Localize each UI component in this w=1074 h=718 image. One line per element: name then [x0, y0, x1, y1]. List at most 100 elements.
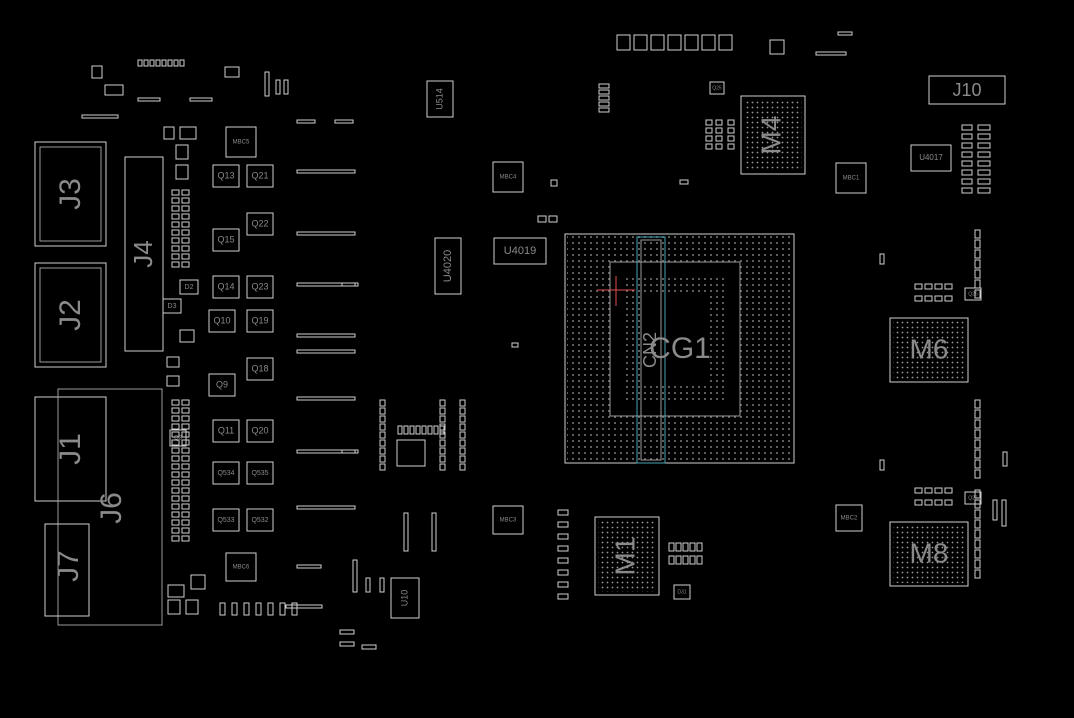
- cn2-highlight: [636, 236, 666, 464]
- inductor-mbc1[interactable]: MBC1: [835, 162, 867, 194]
- mosfet-q10[interactable]: Q10: [208, 309, 236, 333]
- passive-part: [914, 295, 923, 302]
- transistor-q25[interactable]: Q25: [709, 81, 725, 95]
- diode-d3[interactable]: D3: [162, 298, 182, 314]
- passive-part: [379, 455, 386, 463]
- inductor-mbc6[interactable]: MBC6: [225, 552, 257, 582]
- passive-part: [171, 221, 180, 228]
- mosfet-q532[interactable]: Q532: [246, 508, 274, 532]
- label-q14: Q14: [217, 281, 234, 291]
- passive-part: [181, 431, 190, 438]
- mosfet-q18[interactable]: Q18: [246, 357, 274, 381]
- passive-part: [171, 479, 180, 486]
- passive-part: [171, 431, 180, 438]
- passive-part: [598, 107, 610, 113]
- passive-part: [815, 51, 847, 56]
- passive-part: [974, 429, 981, 439]
- inductor-mbc4[interactable]: MBC4: [492, 161, 524, 193]
- label-j6: J6: [95, 492, 128, 524]
- label-m1: M1: [609, 537, 640, 576]
- passive-part: [171, 495, 180, 502]
- passive-part: [171, 535, 180, 542]
- passive-part: [171, 511, 180, 518]
- mosfet-q13[interactable]: Q13: [212, 164, 240, 188]
- passive-part: [977, 124, 991, 131]
- passive-part: [557, 533, 569, 540]
- connector-j2[interactable]: J2: [34, 262, 107, 368]
- passive-part: [171, 455, 180, 462]
- label-j3: J3: [54, 178, 87, 210]
- passive-part: [181, 463, 190, 470]
- transistor-q26[interactable]: Q26: [964, 287, 982, 301]
- connector-j4[interactable]: J4: [124, 156, 164, 352]
- connector-j6[interactable]: J6: [95, 492, 128, 524]
- mosfet-q14[interactable]: Q14: [212, 275, 240, 299]
- passive-part: [679, 179, 689, 185]
- passive-part: [171, 237, 180, 244]
- passive-part: [977, 178, 991, 185]
- ic-u4020[interactable]: U4020: [434, 237, 462, 295]
- passive-part: [974, 229, 981, 239]
- passive-part: [171, 213, 180, 220]
- passive-part: [974, 549, 981, 559]
- passive-part: [185, 599, 199, 615]
- mosfet-q535[interactable]: Q535: [246, 461, 274, 485]
- passive-part: [667, 34, 682, 51]
- connector-j1[interactable]: J1: [34, 388, 163, 626]
- connector-j3[interactable]: J3: [34, 141, 107, 247]
- passive-part: [181, 503, 190, 510]
- label-j4: J4: [128, 240, 158, 267]
- ic-u10[interactable]: U10: [390, 577, 420, 619]
- passive-part: [675, 555, 682, 565]
- passive-part: [296, 231, 356, 236]
- mosfet-q22[interactable]: Q22: [246, 212, 274, 236]
- passive-part: [598, 83, 610, 89]
- passive-part: [161, 59, 167, 67]
- transistor-q3[interactable]: Q3: [169, 429, 187, 447]
- memory-m6[interactable]: M6: [889, 317, 969, 383]
- passive-part: [439, 425, 445, 435]
- inductor-mbc2[interactable]: MBC2: [835, 504, 863, 532]
- mosfet-q20[interactable]: Q20: [246, 419, 274, 443]
- diode-d31[interactable]: D31: [673, 584, 691, 600]
- mosfet-q21[interactable]: Q21: [246, 164, 274, 188]
- label-cn2: CN2: [640, 332, 660, 368]
- passive-part: [291, 602, 298, 616]
- passive-part: [668, 542, 675, 552]
- mosfet-q534[interactable]: Q534: [212, 461, 240, 485]
- passive-part: [879, 253, 885, 265]
- memory-m8[interactable]: M8: [889, 521, 969, 587]
- inductor-mbc3[interactable]: MBC3: [492, 505, 524, 535]
- mosfet-q533[interactable]: Q533: [212, 508, 240, 532]
- passive-part: [974, 439, 981, 449]
- mosfet-q15[interactable]: Q15: [212, 228, 240, 252]
- mosfet-q23[interactable]: Q23: [246, 275, 274, 299]
- passive-part: [431, 512, 437, 552]
- passive-part: [668, 555, 675, 565]
- ic-u4017[interactable]: U4017: [910, 144, 952, 172]
- diode-d2[interactable]: D2: [179, 279, 199, 295]
- mosfet-q19[interactable]: Q19: [246, 309, 274, 333]
- passive-part: [166, 356, 180, 368]
- chip-cg1[interactable]: CG1 CN2: [564, 233, 795, 464]
- passive-part: [181, 511, 190, 518]
- transistor-q27[interactable]: Q27: [964, 491, 982, 505]
- mosfet-q9[interactable]: Q9: [208, 373, 236, 397]
- ic-u4019[interactable]: U4019: [493, 237, 547, 265]
- connector-j10[interactable]: J10: [928, 75, 1006, 105]
- memory-m1[interactable]: M1: [594, 516, 660, 596]
- memory-m4[interactable]: M4: [740, 95, 806, 175]
- connector-j7[interactable]: J7: [44, 523, 90, 617]
- mosfet-q11[interactable]: Q11: [212, 419, 240, 443]
- passive-part: [557, 545, 569, 552]
- passive-part: [459, 447, 466, 455]
- inductor-mbc5[interactable]: MBC5: [225, 126, 257, 158]
- passive-part: [974, 489, 981, 499]
- passive-part: [459, 463, 466, 471]
- passive-part: [974, 239, 981, 249]
- label-q534: Q534: [217, 470, 234, 477]
- passive-part: [974, 559, 981, 569]
- passive-part: [403, 425, 409, 435]
- ic-u514[interactable]: U514: [426, 80, 454, 118]
